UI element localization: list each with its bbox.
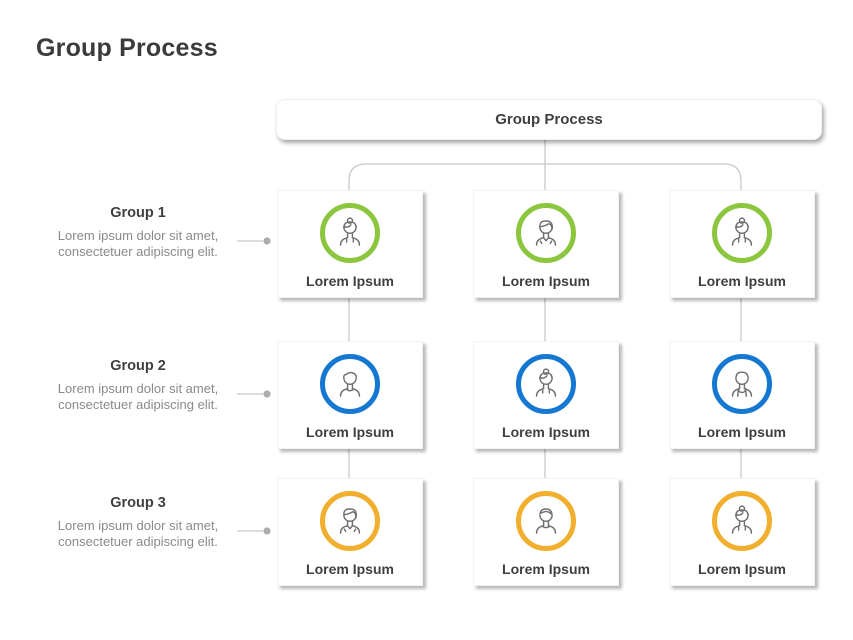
- woman-bun-avatar-icon: [339, 217, 361, 246]
- member-card-label: Lorem Ipsum: [502, 273, 590, 289]
- group2-pointer-dot: [263, 390, 271, 398]
- avatar-ring: [320, 203, 380, 263]
- avatar-ring: [712, 203, 772, 263]
- member-card-r1c2: Lorem Ipsum: [473, 190, 619, 298]
- group3-desc-line2: consectetuer adipiscing elit.: [58, 533, 218, 549]
- member-card-r1c3: Lorem Ipsum: [669, 190, 815, 298]
- page-title: Group Process: [36, 34, 218, 62]
- group1-title: Group 1: [110, 205, 166, 221]
- member-card-r3c2: Lorem Ipsum: [473, 478, 619, 586]
- avatar-ring: [712, 354, 772, 414]
- group1-description: Lorem ipsum dolor sit amet,consectetuer …: [33, 228, 243, 259]
- member-card-label: Lorem Ipsum: [698, 424, 786, 440]
- avatar-ring: [516, 203, 576, 263]
- group1-block: Group 1 Lorem ipsum dolor sit amet,conse…: [33, 205, 243, 259]
- group2-desc-line2: consectetuer adipiscing elit.: [58, 396, 218, 412]
- avatar-ring: [320, 491, 380, 551]
- avatar-ring: [516, 354, 576, 414]
- group3-desc-line1: Lorem ipsum dolor sit amet,: [57, 518, 219, 533]
- group2-title: Group 2: [110, 358, 166, 374]
- member-card-r1c1: Lorem Ipsum: [277, 190, 423, 298]
- group3-title: Group 3: [110, 495, 166, 511]
- woman-bun-avatar-icon: [731, 217, 753, 246]
- group1-desc-line2: consectetuer adipiscing elit.: [58, 243, 218, 259]
- man-curly-avatar-icon: [339, 371, 361, 397]
- group2-description: Lorem ipsum dolor sit amet,consectetuer …: [33, 381, 243, 412]
- group3-description: Lorem ipsum dolor sit amet,consectetuer …: [33, 518, 243, 549]
- member-card-label: Lorem Ipsum: [306, 273, 394, 289]
- member-card-label: Lorem Ipsum: [306, 424, 394, 440]
- group3-block: Group 3 Lorem ipsum dolor sit amet,conse…: [33, 495, 243, 549]
- man-tank-avatar-icon: [731, 371, 753, 397]
- woman-bun-avatar-icon: [731, 505, 753, 534]
- member-card-r2c2: Lorem Ipsum: [473, 341, 619, 449]
- man-young-avatar-icon: [535, 508, 557, 534]
- woman-bun-avatar-icon: [535, 368, 557, 397]
- man-sidepart-avatar-icon: [339, 508, 361, 534]
- member-card-r3c3: Lorem Ipsum: [669, 478, 815, 586]
- group2-desc-line1: Lorem ipsum dolor sit amet,: [57, 381, 219, 396]
- member-card-r3c1: Lorem Ipsum: [277, 478, 423, 586]
- member-card-r2c3: Lorem Ipsum: [669, 341, 815, 449]
- member-card-label: Lorem Ipsum: [306, 561, 394, 577]
- member-card-label: Lorem Ipsum: [698, 561, 786, 577]
- bracket-connector-line: [348, 163, 742, 190]
- group3-pointer-dot: [263, 527, 271, 535]
- member-card-label: Lorem Ipsum: [698, 273, 786, 289]
- man-sidepart-avatar-icon: [535, 220, 557, 246]
- group1-desc-line1: Lorem ipsum dolor sit amet,: [57, 228, 219, 243]
- member-card-label: Lorem Ipsum: [502, 561, 590, 577]
- group1-pointer-dot: [263, 237, 271, 245]
- root-node-label: Group Process: [495, 111, 603, 128]
- member-card-r2c1: Lorem Ipsum: [277, 341, 423, 449]
- member-card-label: Lorem Ipsum: [502, 424, 590, 440]
- root-node-box: Group Process: [276, 99, 822, 140]
- avatar-ring: [320, 354, 380, 414]
- avatar-ring: [712, 491, 772, 551]
- group2-block: Group 2 Lorem ipsum dolor sit amet,conse…: [33, 358, 243, 412]
- avatar-ring: [516, 491, 576, 551]
